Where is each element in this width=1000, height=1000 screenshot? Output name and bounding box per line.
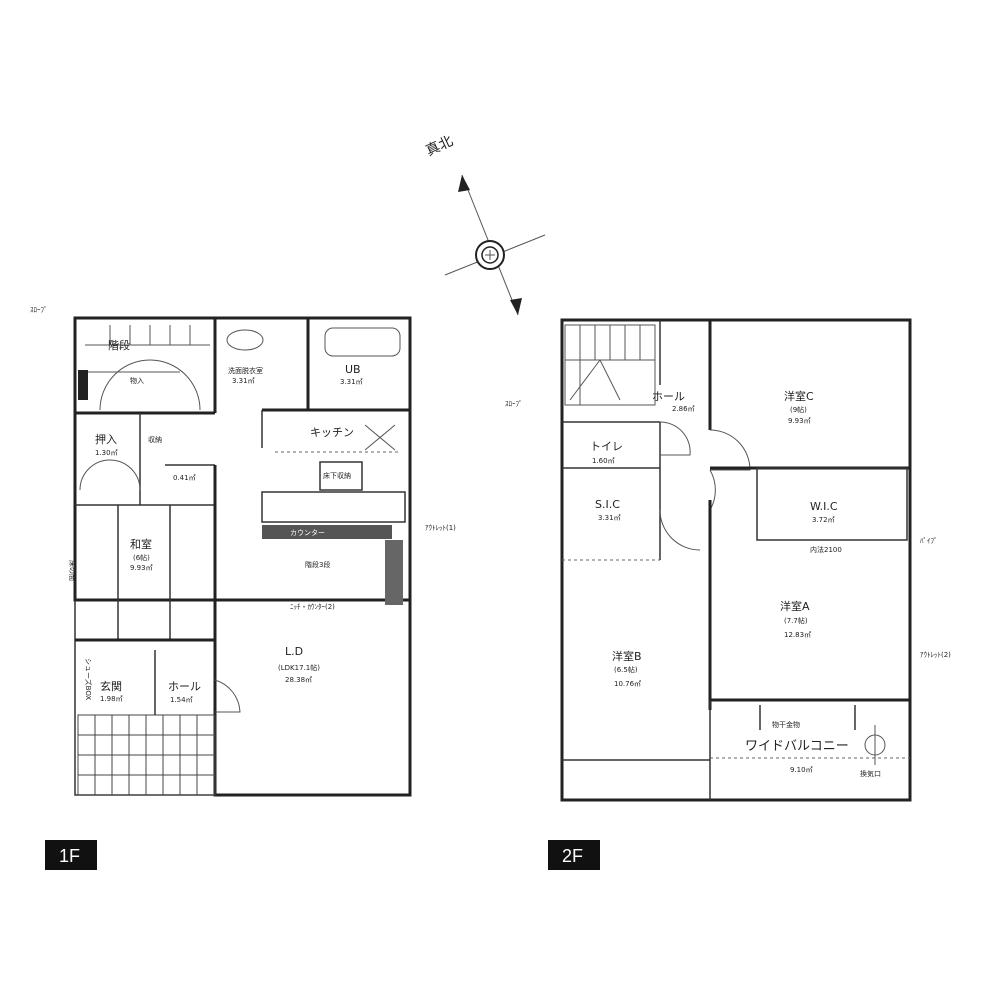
f1-badge-label: 1F <box>59 846 80 866</box>
f1-washitsu-area: 9.93㎡ <box>130 564 153 572</box>
f1-outlet-note: ｱｳﾄﾚｯﾄ(1) <box>425 524 456 532</box>
f2-sic-area: 3.31㎡ <box>598 514 621 522</box>
f2-pipe-note: ﾊﾟｲﾌﾟ <box>920 537 938 545</box>
compass-label: 真北 <box>423 133 455 159</box>
f1-hall-area: 1.54㎡ <box>170 696 193 704</box>
f1-badge <box>45 840 97 870</box>
floor1-plan <box>73 316 412 797</box>
f1-storage-area: 0.41㎡ <box>173 474 196 482</box>
floor2-plan <box>560 318 912 802</box>
f2-room-c-size: (9帖) <box>790 405 807 414</box>
f2-drying-label: 物干金物 <box>772 720 800 729</box>
f1-ld-size: (LDK17.1帖) <box>278 663 320 672</box>
f2-outlet-note: ｱｳﾄﾚｯﾄ(2) <box>920 651 951 659</box>
f1-underfloor-label: 床下収納 <box>323 471 351 480</box>
f2-badge-label: 2F <box>562 846 583 866</box>
f1-washitsu-size: (6帖) <box>133 553 150 562</box>
f2-slope-note: ｽﾛｰﾌﾟ <box>505 400 523 408</box>
f2-room-c-area: 9.93㎡ <box>788 417 811 425</box>
f2-hall-label: ホール <box>652 390 685 403</box>
f2-height-note: 内法2100 <box>810 545 842 554</box>
f1-bath-area: 3.31㎡ <box>340 378 363 386</box>
f2-hall-area: 2.86㎡ <box>672 405 695 413</box>
f2-room-a-size: (7.7帖) <box>784 616 808 625</box>
f1-hall-label: ホール <box>168 680 201 693</box>
f1-counter-label: カウンター <box>290 528 325 537</box>
f1-washroom-area: 3.31㎡ <box>232 377 255 385</box>
f1-closet-label: 押入 <box>95 432 117 446</box>
f1-ld-area: 28.38㎡ <box>285 676 312 684</box>
f2-vent-label: 換気口 <box>860 769 881 778</box>
f1-tokonoma-label: 床の間 <box>68 560 77 581</box>
f2-balcony-label: ワイドバルコニー <box>745 739 849 754</box>
compass-icon <box>444 174 546 316</box>
f2-room-c-label: 洋室C <box>784 389 814 403</box>
f2-room-b-label: 洋室B <box>612 649 642 663</box>
f1-closet-area: 1.30㎡ <box>95 449 118 457</box>
f1-washroom-label: 洗面脱衣室 <box>228 366 263 375</box>
f1-entrance-area: 1.98㎡ <box>100 695 123 703</box>
f2-wic-area: 3.72㎡ <box>812 516 835 524</box>
f1-stairs-label: 階段 <box>108 338 130 352</box>
f1-niche-note: ﾆｯﾁ・ｶｳﾝﾀｰ(2) <box>290 603 335 611</box>
f1-storage-small-label: 物入 <box>130 376 144 385</box>
f2-room-a-label: 洋室A <box>780 599 810 613</box>
f2-wic-label: W.I.C <box>810 500 838 513</box>
f1-entrance-label: 玄関 <box>100 679 122 693</box>
f1-kitchen-label: キッチン <box>310 426 354 439</box>
f1-shoebox-label: シューズBOX <box>84 658 93 700</box>
f2-toilet-label: トイレ <box>590 440 623 453</box>
f2-sic-label: S.I.C <box>595 498 620 511</box>
f1-washitsu-label: 和室 <box>130 537 152 551</box>
f1-bath-label: UB <box>345 363 361 376</box>
f1-stairs-note: 階段3段 <box>305 560 330 569</box>
f1-slope-note: ｽﾛｰﾌﾟ <box>30 306 48 314</box>
f2-room-a-area: 12.83㎡ <box>784 631 811 639</box>
f2-balcony-area: 9.10㎡ <box>790 766 813 774</box>
f2-room-b-area: 10.76㎡ <box>614 680 641 688</box>
f2-badge <box>548 840 600 870</box>
f2-room-b-size: (6.5帖) <box>614 665 638 674</box>
f1-ld-label: L.D <box>285 645 303 658</box>
f1-storage-label: 収納 <box>148 435 162 444</box>
f2-toilet-area: 1.60㎡ <box>592 457 615 465</box>
